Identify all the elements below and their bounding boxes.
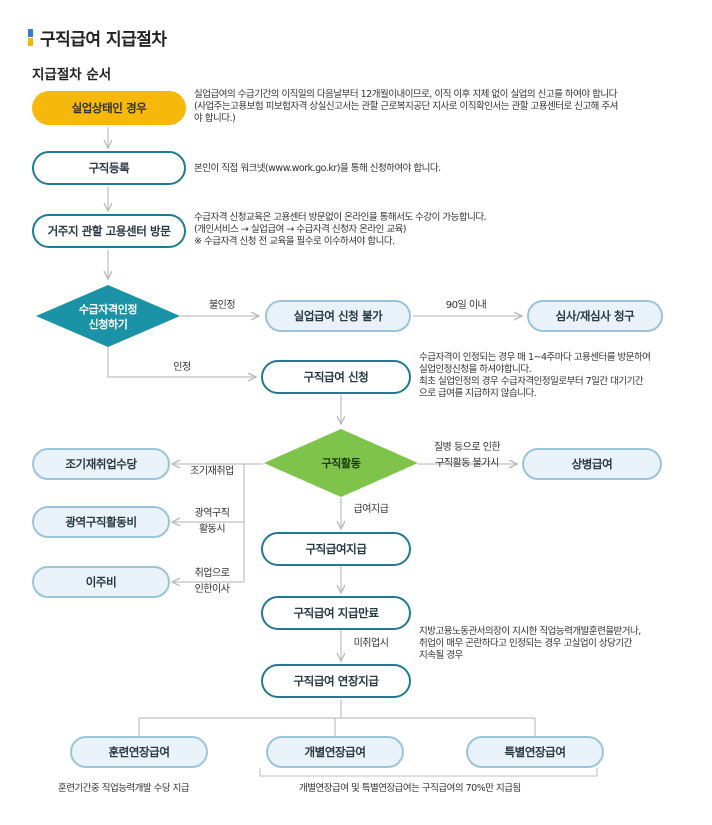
note-unemployed-line-1: 실업급여의 수급기간의 이직일의 다음날부터 12개월이내이므로, 이직 이후 … xyxy=(194,89,617,100)
note-payment-end-line-1: 지방고용노동관서의장이 지시한 직업능력개발훈련을받거나, xyxy=(419,626,641,637)
edge-label-relocation-line-2: 인한이사 xyxy=(194,584,230,595)
edge-label-wide-area-line-2: 활동시 xyxy=(198,524,226,535)
node-apply-benefit: 구직급여 신청 xyxy=(261,360,411,394)
edge-label-denied: 불인정 xyxy=(208,300,236,311)
edge-label-wide-area-line-1: 광역구직 xyxy=(194,508,230,519)
edge-label-sickness-line-2: 구직활동 불가시 xyxy=(435,458,499,469)
page-header: 구직급여 지급절차 xyxy=(28,25,167,50)
note-apply-line-2: 실업인정신청을 하셔야합니다. xyxy=(419,364,532,375)
node-review: 심사/재심사 청구 xyxy=(527,300,663,332)
edge-label-early: 조기재취업 xyxy=(190,466,234,477)
note-visit-center-line-2: (개인서비스 → 실업급여 → 수급자격 신청자 온라인 교육) xyxy=(194,224,407,235)
node-eligibility: 수급자격인정 신청하기 xyxy=(48,302,168,332)
node-payment: 구직급여지급 xyxy=(261,532,411,566)
edge-label-not-employed: 미취업시 xyxy=(353,638,389,649)
eligibility-line-1: 수급자격인정 xyxy=(78,303,138,316)
note-apply-line-3: 최초 실업인정의 경우 수급자격인정일로부터 7일간 대기기간 xyxy=(419,376,644,387)
section-title: 지급절차 순서 xyxy=(32,67,112,83)
note-apply-line-4: 으로 급여를 지급하지 않습니다. xyxy=(419,388,537,399)
note-apply-line-1: 수급자격이 인정되는 경우 매 1~4주마다 고용센터를 방문하여 xyxy=(419,352,651,363)
node-special-ext: 특별연장급여 xyxy=(466,736,604,768)
edge-label-sickness: 질병 등으로 인한 구직활동 불가시 xyxy=(420,440,514,472)
note-apply-benefit: 수급자격이 인정되는 경우 매 1~4주마다 고용센터를 방문하여 실업인정신청… xyxy=(419,352,709,400)
note-job-register: 본인이 직접 워크넷(www.work.go.kr)을 통해 신청하여야 합니다… xyxy=(194,163,674,175)
eligibility-line-2: 신청하기 xyxy=(88,318,128,331)
title-marker-icon xyxy=(28,29,33,46)
note-payment-end-line-2: 취업이 매우 곤란하다고 인정되는 경우 고실업이 상당기간 xyxy=(419,638,632,649)
bracket-individual-special xyxy=(259,768,598,777)
note-visit-center-line-1: 수급자격 신청교육은 고용센터 방문없이 온라인을 통해서도 수강이 가능합니다… xyxy=(194,212,487,223)
activity-diamond xyxy=(264,429,418,497)
edge-label-sickness-line-1: 질병 등으로 인한 xyxy=(433,442,501,453)
node-relocation: 이주비 xyxy=(32,566,170,598)
edge-label-payment: 급여지급 xyxy=(353,504,389,515)
eligibility-diamond xyxy=(36,285,180,347)
note-job-register-line-1: 본인이 직접 워크넷(www.work.go.kr)을 통해 신청하여야 합니다… xyxy=(194,163,441,174)
node-wide-area: 광역구직활동비 xyxy=(32,506,170,538)
node-unemployed: 실업상태인 경우 xyxy=(32,91,186,125)
note-unemployed-line-3: 야 합니다.) xyxy=(194,113,236,124)
node-sickness: 상병급여 xyxy=(522,448,662,480)
note-training-ext: 훈련기간중 직업능력개발 수당 지급 xyxy=(58,783,190,794)
node-training-ext: 훈련연장급여 xyxy=(70,736,208,768)
note-visit-center-line-3: ※ 수급자격 신청 전 교육을 필수로 이수하셔야 합니다. xyxy=(194,236,395,247)
page-title: 구직급여 지급절차 xyxy=(40,30,167,50)
note-payment-end: 지방고용노동관서의장이 지시한 직업능력개발훈련을받거나, 취업이 매우 곤란하… xyxy=(419,626,709,662)
node-job-activity: 구직활동 xyxy=(321,457,361,470)
note-unemployed: 실업급여의 수급기간의 이직일의 다음날부터 12개월이내이므로, 이직 이후 … xyxy=(194,89,706,125)
edge-label-relocation: 취업으로 인한이사 xyxy=(186,566,238,598)
node-early-reemployment: 조기재취업수당 xyxy=(32,448,170,480)
node-individual-ext: 개별연장급여 xyxy=(266,736,404,768)
edge-label-approved: 인정 xyxy=(173,362,191,373)
note-payment-end-line-3: 지속될 경우 xyxy=(419,650,463,661)
note-visit-center: 수급자격 신청교육은 고용센터 방문없이 온라인을 통해서도 수강이 가능합니다… xyxy=(194,212,674,248)
note-unemployed-line-2: (사업주는고용보험 피보험자격 상실신고서는 관할 근로복지공단 지사로 이직확… xyxy=(194,101,618,112)
note-individual-special-ext: 개별연장급여 및 특별연장급여는 구직급여의 70%만 지급됨 xyxy=(299,783,521,794)
node-job-register: 구직등록 xyxy=(32,151,186,185)
node-extension: 구직급여 연장지급 xyxy=(261,664,411,698)
edge-label-within-90: 90일 이내 xyxy=(445,300,487,311)
node-payment-end: 구직급여 지급만료 xyxy=(261,596,411,630)
edge-label-relocation-line-1: 취업으로 xyxy=(194,568,230,579)
arrow-eligibility-to-apply xyxy=(107,345,255,377)
node-apply-denied: 실업급여 신청 불가 xyxy=(265,300,411,332)
node-visit-center: 거주지 관할 고용센터 방문 xyxy=(32,214,186,248)
edge-label-wide-area: 광역구직 활동시 xyxy=(186,506,238,538)
